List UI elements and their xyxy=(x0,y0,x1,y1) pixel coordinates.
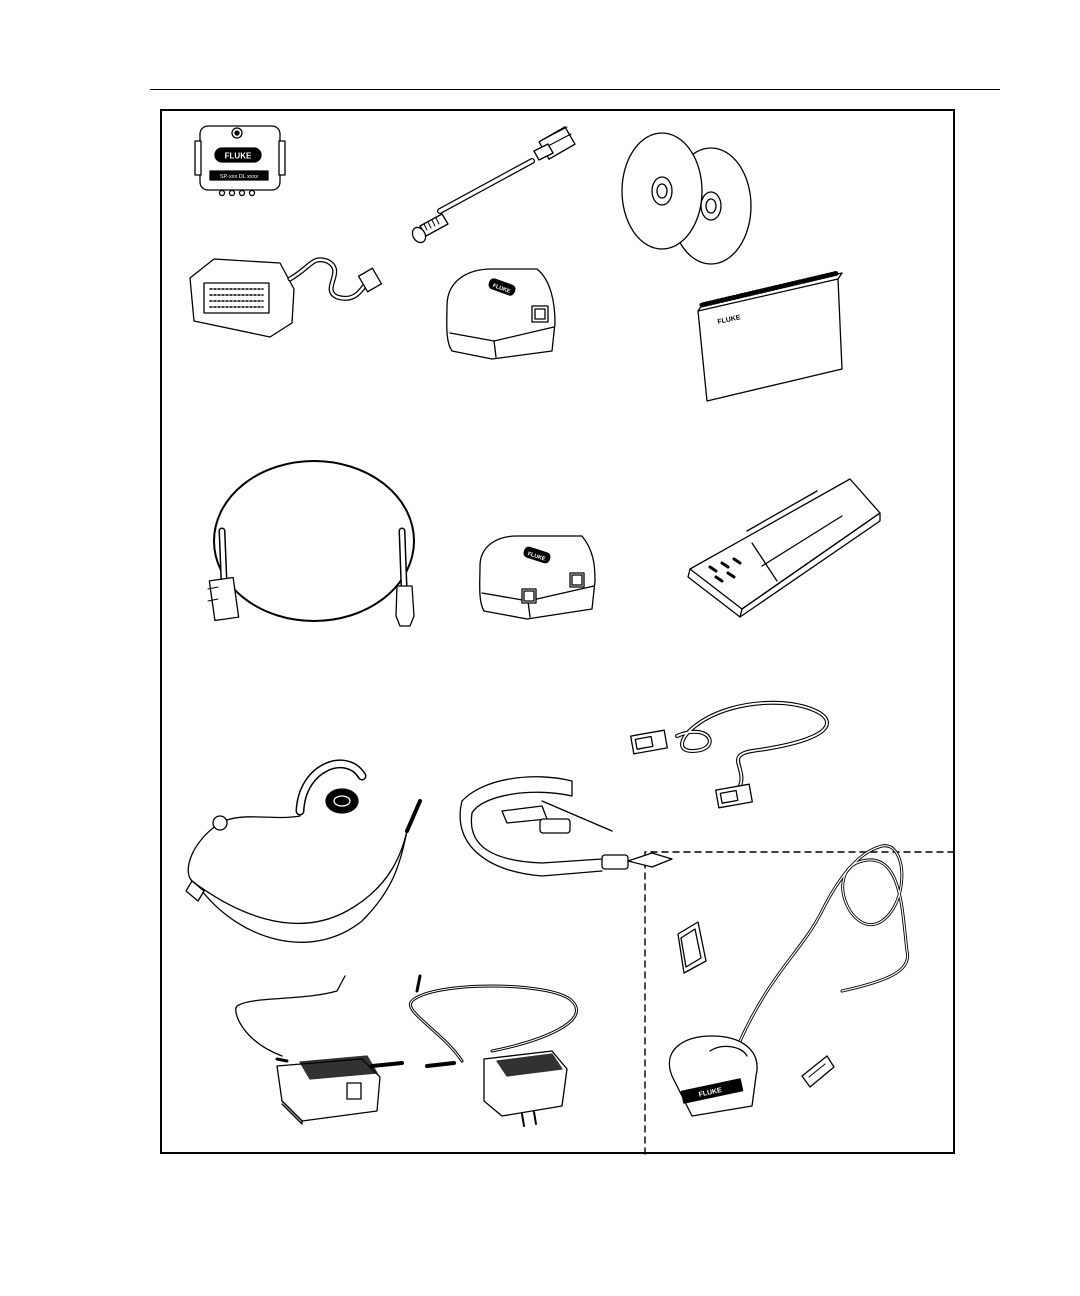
dual-jack-adapter-icon: FLUKE xyxy=(480,536,595,619)
adapter-with-cable-icon xyxy=(190,259,381,337)
ac-power-adapter-icon xyxy=(236,976,577,1126)
headset-icon xyxy=(186,764,420,942)
accessories-figure: FLUKE SP-xxx DL xxxx FLUKE xyxy=(160,109,955,1154)
rj11-to-bnc-cable-icon xyxy=(410,127,575,245)
jack-adapter-icon: FLUKE xyxy=(447,269,555,359)
module-model-label: SP-xxx DL xxxx xyxy=(220,174,259,180)
header-rule xyxy=(150,89,1000,90)
strap-with-buckles-icon xyxy=(460,777,672,876)
db9-serial-cable-icon xyxy=(631,703,827,808)
usb-card-reader-icon: FLUKE xyxy=(669,846,907,1116)
memory-card-icon xyxy=(678,922,706,973)
battery-pack-icon xyxy=(688,479,880,617)
accessories-illustration: FLUKE SP-xxx DL xxxx FLUKE xyxy=(162,111,957,1156)
remote-module-icon: FLUKE SP-xxx DL xxxx xyxy=(195,126,285,196)
test-lead-cable-icon xyxy=(208,461,414,626)
manual-booklet-icon: FLUKE xyxy=(698,273,842,401)
module-logo-label: FLUKE xyxy=(225,152,252,161)
cd-disc-icon xyxy=(622,133,751,264)
